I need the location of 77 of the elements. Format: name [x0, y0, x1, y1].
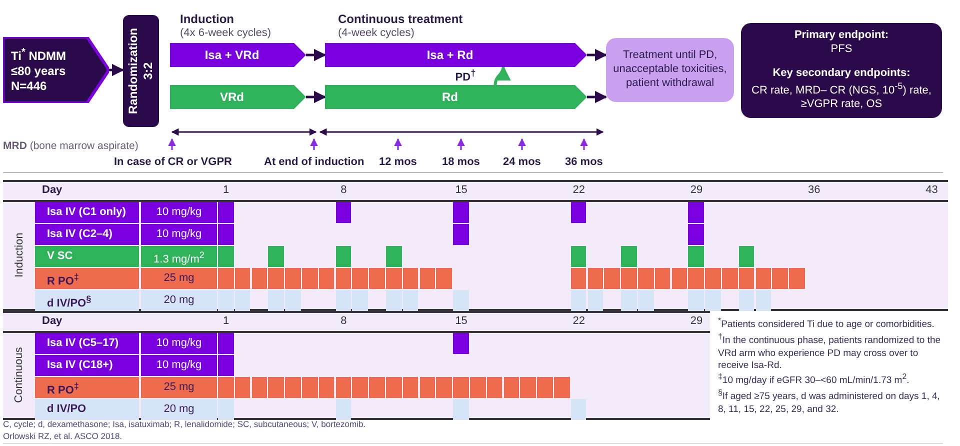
day-number: 29: [690, 184, 703, 196]
endpoint-heading: Primary endpoint:: [793, 29, 890, 44]
footnote: $^{§}$If aged ≥75 years, d was administered on days 1, 4, 8, 11, 15, 22, 25, 29, and 32.: [718, 388, 941, 416]
drug-name-cell: d IV/PO$^{§}$: [35, 290, 139, 311]
endpoints-box: [741, 23, 942, 118]
drug-name-cell: R PO$^{‡}$: [35, 268, 139, 289]
assessment-label: MRD (bone marrow aspirate): [3, 140, 138, 152]
dose-cell: 10 mg/kg: [141, 224, 217, 245]
endpoint-heading: Key secondary endpoints:: [772, 66, 912, 81]
node-text: Treatment until PD, unacceptable toxicities, patient withdrawal: [612, 49, 728, 91]
phase-side-label: Continuous: [12, 347, 25, 403]
outcome-box: [606, 38, 734, 102]
treatment-arm-bar: [170, 85, 306, 109]
day-number: 15: [455, 315, 468, 327]
phase-heading: Continuous treatment: [338, 12, 463, 26]
arrow: [306, 90, 326, 104]
phase-side-label: Induction: [12, 232, 25, 278]
arrow: [494, 66, 510, 86]
abbreviations-note: C, cycle; d, dexamethasone; Isa, isatuximab; R, lenalidomide; SC, subcutaneous; V, bortezomib.: [3, 419, 366, 429]
arrow: [587, 90, 608, 104]
timepoint-label: At end of induction: [264, 156, 364, 168]
day-number: 8: [340, 315, 347, 327]
drug-name-cell: Isa IV (C1 only): [35, 202, 139, 223]
arrow: [587, 48, 608, 62]
timepoint-label: 24 mos: [503, 156, 541, 168]
phase-subheading: (4x 6-week cycles): [180, 27, 272, 39]
day-number: 43: [926, 184, 938, 196]
endpoint-text: PFS: [830, 43, 854, 57]
drug-name-cell: V SC: [35, 246, 139, 267]
drug-name-cell: Isa IV (C2–4): [35, 224, 139, 245]
day-number: 29: [690, 315, 703, 327]
day-number: 22: [572, 315, 586, 327]
column-header: Day: [42, 184, 62, 196]
drug-name-cell: R PO$^{‡}$: [35, 377, 139, 398]
dose-cell: 1.3 mg/m$^{2}$: [141, 246, 217, 267]
drug-name-cell: d IV/PO: [35, 399, 139, 420]
timepoint-label: 36 mos: [565, 156, 603, 168]
footnote: $^{‡}$10 mg/day if eGFR 30–<60 mL/min/1.73 m$^{2}$.: [718, 372, 910, 388]
node-text: Randomization 3:2: [126, 28, 156, 114]
endpoint-text: CR rate, MRD– CR (NGS, 10$^{-5}$) rate, ≥VGPR rate, OS: [750, 80, 932, 112]
dose-cell: 20 mg: [141, 290, 217, 311]
footnote: $^{†}$In the continuous phase, patients randomized to the VRd arm who experience PD may cross over to receive Isa-Rd.: [718, 332, 942, 372]
dose-cell: 20 mg: [141, 399, 217, 420]
day-number: 1: [223, 184, 230, 196]
day-number: 36: [808, 184, 820, 196]
column-header: Day: [42, 315, 62, 327]
dose-cell: 25 mg: [141, 268, 217, 289]
dose-cell: 10 mg/kg: [141, 355, 217, 376]
node-text: Ti$^{*}$ NDMM ≤80 years N=446: [11, 46, 68, 94]
dose-cell: 25 mg: [141, 377, 217, 398]
node-text: Isa + Rd: [426, 48, 474, 62]
node-text: Isa + VRd: [204, 48, 260, 62]
day-number: 8: [340, 184, 347, 196]
treatment-arm-bar: [170, 43, 306, 67]
arrow: [109, 64, 124, 76]
timepoint-label: 18 mos: [442, 156, 480, 168]
footnote: $^{*}$Patients considered Ti due to age or comorbidities.: [718, 316, 936, 332]
timepoint-label: In case of CR or VGPR: [114, 156, 232, 168]
drug-name-cell: Isa IV (C5–17): [35, 333, 139, 354]
day-number: 22: [572, 184, 586, 196]
population-chevron: [3, 37, 109, 103]
treatment-arm-bar: [325, 85, 587, 109]
day-number: 1: [223, 315, 230, 327]
phase-heading: Induction: [180, 12, 234, 26]
treatment-arm-bar: [325, 43, 587, 67]
dose-cell: 10 mg/kg: [141, 333, 217, 354]
dose-cell: 10 mg/kg: [141, 202, 217, 223]
edge-label: PD$^{†}$: [455, 68, 476, 84]
citation: Orlowski RZ, et al. ASCO 2018.: [3, 431, 122, 441]
drug-name-cell: Isa IV (C18+): [35, 355, 139, 376]
node-text: Rd: [442, 90, 458, 104]
phase-subheading: (4-week cycles): [338, 27, 414, 39]
day-number: 15: [455, 184, 468, 196]
arrow: [306, 48, 326, 62]
timepoint-label: 12 mos: [379, 156, 417, 168]
node-text: VRd: [220, 90, 244, 104]
randomization-box: [123, 15, 159, 127]
